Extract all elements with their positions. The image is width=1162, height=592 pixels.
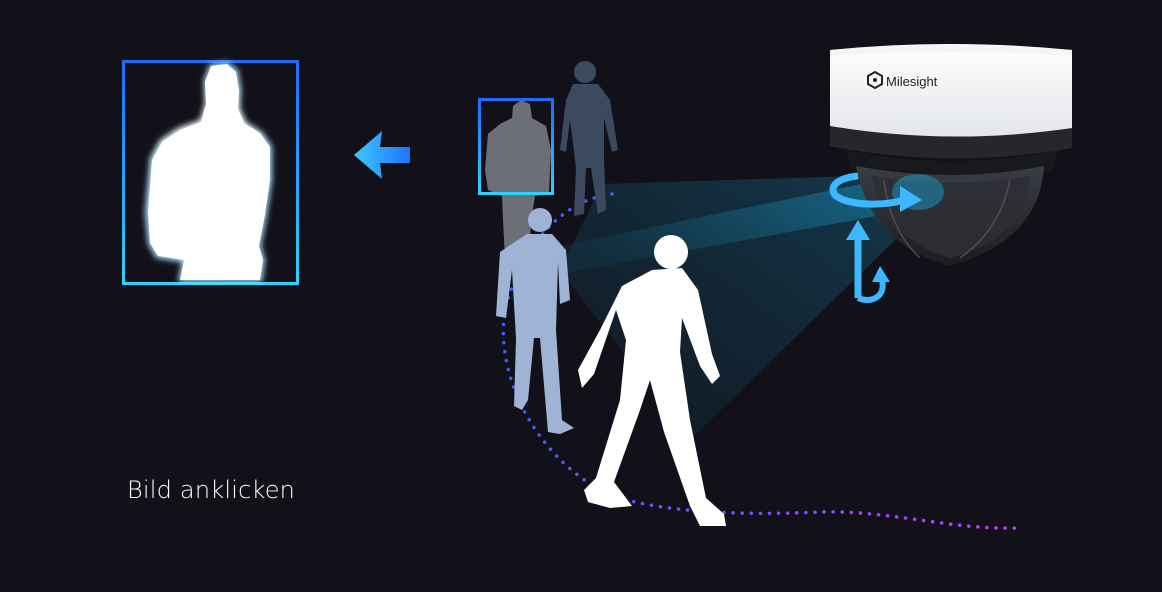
person-silhouette-middle: [496, 208, 574, 434]
rotate-tilt-icon: [846, 220, 890, 303]
zoomed-target-view: [122, 60, 299, 285]
person-silhouette-zoomed: [145, 62, 272, 282]
milesight-logo-icon: [867, 70, 883, 90]
arrow-left-icon: [354, 131, 410, 179]
rotate-pan-icon: [829, 172, 922, 212]
person-silhouette-tracked: [478, 98, 554, 258]
camera-brand: Milesight: [886, 74, 938, 89]
person-silhouette-walking: [578, 235, 726, 526]
click-image-caption[interactable]: Bild anklicken: [127, 476, 296, 504]
person-silhouette-far: [560, 61, 618, 216]
